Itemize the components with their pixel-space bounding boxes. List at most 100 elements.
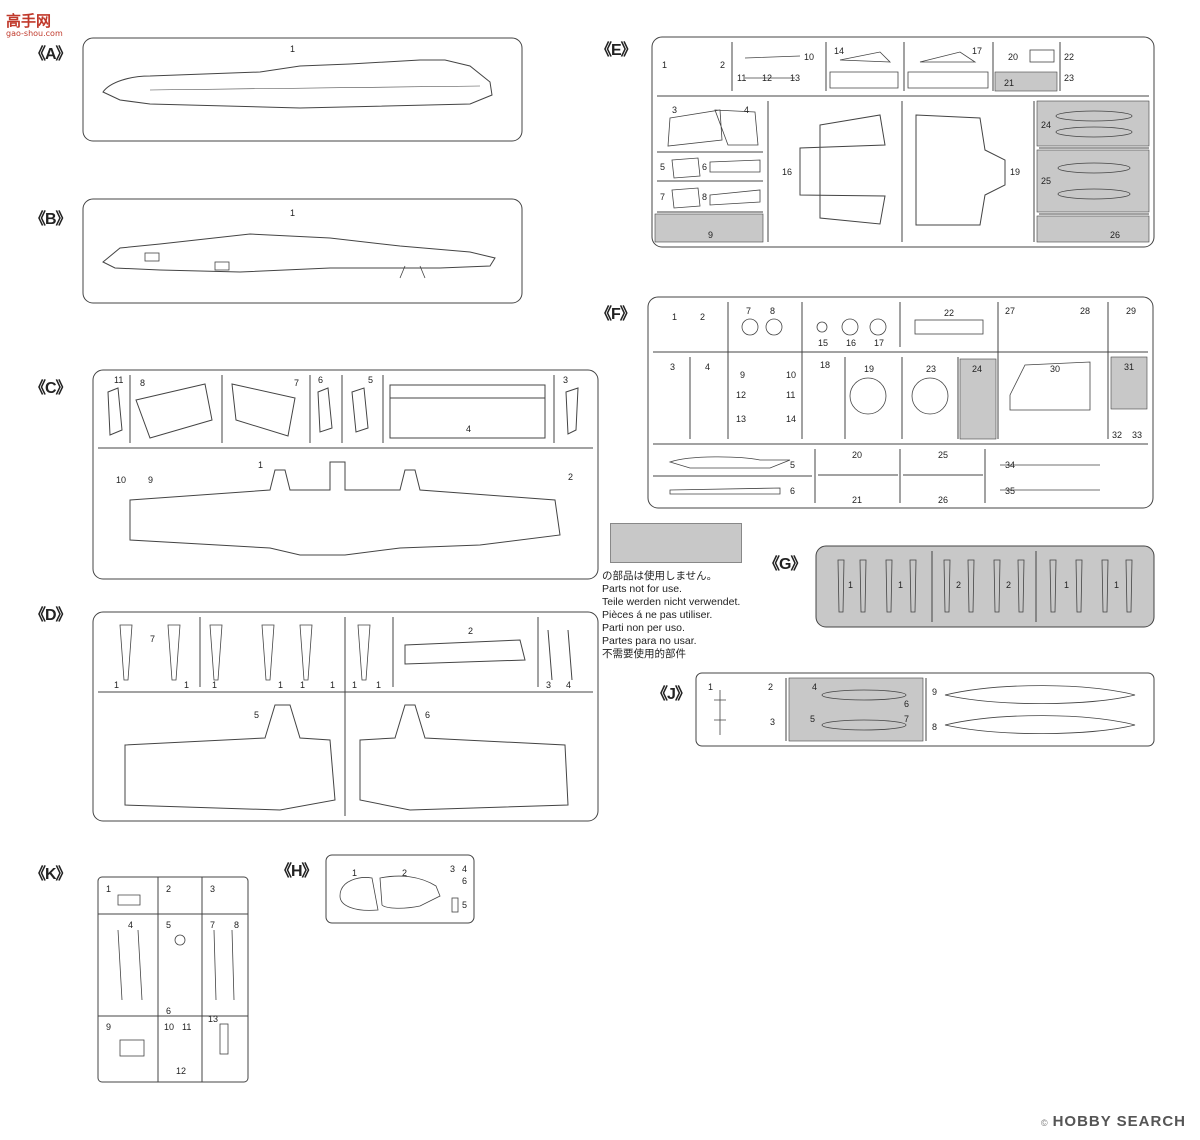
part-label-f16: 16 — [846, 338, 856, 348]
part-label-f7: 7 — [746, 306, 751, 316]
sprue-label-k: 《K》 — [30, 866, 72, 883]
part-e19 — [915, 114, 1006, 226]
part-a1-fuselage-half — [102, 59, 493, 109]
part-label-g1-c: 1 — [1064, 580, 1069, 590]
part-c6 — [317, 387, 333, 433]
part-c3 — [565, 387, 579, 435]
part-label-e1: 1 — [662, 60, 667, 70]
part-d2 — [404, 639, 526, 665]
part-label-j1: 1 — [708, 682, 713, 692]
part-label-k7: 7 — [210, 920, 215, 930]
part-label-d2: 2 — [468, 626, 473, 636]
part-label-c4: 4 — [466, 424, 471, 434]
part-label-e10: 10 — [804, 52, 814, 62]
sprue-a: 1 — [82, 37, 523, 142]
sprue-a-frame — [82, 37, 523, 142]
part-label-f33: 33 — [1132, 430, 1142, 440]
part-label-f10: 10 — [786, 370, 796, 380]
sprue-f: 1 2 7 8 15 16 17 22 27 28 29 3 4 9 10 12… — [647, 296, 1154, 509]
part-c4 — [389, 384, 546, 439]
part-label-k11: 11 — [182, 1022, 191, 1032]
part-label-e9: 9 — [708, 230, 713, 240]
part-label-f24: 24 — [972, 364, 982, 374]
part-label-e14: 14 — [834, 46, 844, 56]
part-e7-e8 — [671, 187, 761, 209]
sprue-e: 1 2 10 11 12 13 14 17 20 21 22 23 3 4 16… — [651, 36, 1155, 248]
part-label-e16: 16 — [782, 167, 792, 177]
sprue-h: 1 2 3 4 6 5 — [325, 854, 475, 924]
legend-line-it: Parti non per uso. — [602, 622, 685, 634]
part-f30 — [1009, 361, 1091, 411]
part-label-k13: 13 — [208, 1014, 218, 1024]
part-label-j3: 3 — [770, 717, 775, 727]
part-label-e21: 21 — [1004, 78, 1014, 88]
part-label-f30: 30 — [1050, 364, 1060, 374]
part-label-f20: 20 — [852, 450, 862, 460]
part-label-e22: 22 — [1064, 52, 1074, 62]
part-label-e23: 23 — [1064, 73, 1074, 83]
part-label-f21: 21 — [852, 495, 862, 505]
part-label-h2: 2 — [402, 868, 407, 878]
part-label-g2-a: 2 — [956, 580, 961, 590]
part-label-k3: 3 — [210, 884, 215, 894]
part-label-c10: 10 — [116, 475, 126, 485]
part-label-f4: 4 — [705, 362, 710, 372]
legend-line-en: Parts not for use. — [602, 583, 682, 595]
part-label-f15: 15 — [818, 338, 828, 348]
part-label-c7: 7 — [294, 378, 299, 388]
part-label-d1-g: 1 — [352, 680, 357, 690]
watermark-url: gao-shou.com — [6, 29, 63, 38]
part-label-f32: 32 — [1112, 430, 1122, 440]
part-label-f28: 28 — [1080, 306, 1090, 316]
part-label-g1-d: 1 — [1114, 580, 1119, 590]
part-label-j7: 7 — [904, 714, 909, 724]
part-label-k10: 10 — [164, 1022, 174, 1032]
part-label-d1-h: 1 — [376, 680, 381, 690]
part-label-h1: 1 — [352, 868, 357, 878]
part-label-c11: 11 — [114, 375, 123, 385]
part-label-f1: 1 — [672, 312, 677, 322]
part-label-d1-e: 1 — [300, 680, 305, 690]
part-label-e25: 25 — [1041, 176, 1051, 186]
part-c8-elevator — [135, 383, 213, 439]
part-j8-canopy — [944, 715, 1136, 735]
part-label-d6: 6 — [425, 710, 430, 720]
sprue-label-f: 《F》 — [596, 306, 636, 323]
part-label-h6: 6 — [462, 876, 467, 886]
legend-line-zh: 不需要使用的部件 — [602, 648, 686, 660]
watermark-logo-text: 高手网 — [6, 12, 52, 30]
part-label-k1: 1 — [106, 884, 111, 894]
part-label-k5: 5 — [166, 920, 171, 930]
part-b1-fuselage-half — [102, 233, 496, 273]
part-label-a1: 1 — [290, 44, 295, 54]
part-label-d1-b: 1 — [184, 680, 189, 690]
part-label-f22: 22 — [944, 308, 954, 318]
part-label-k8: 8 — [234, 920, 239, 930]
part-label-k6: 6 — [166, 1006, 171, 1016]
sprue-label-d: 《D》 — [30, 607, 72, 624]
hobby-search-brand: HOBBY SEARCH — [1052, 1113, 1186, 1130]
part-label-d1-f: 1 — [330, 680, 335, 690]
part-label-f17: 17 — [874, 338, 884, 348]
part-label-e13: 13 — [790, 73, 800, 83]
part-label-f23: 23 — [926, 364, 936, 374]
part-d5-upper-wing — [124, 704, 336, 811]
copyright-mark: © — [1040, 1118, 1049, 1128]
part-label-f5: 5 — [790, 460, 795, 470]
part-label-e4: 4 — [744, 105, 749, 115]
sprue-d: 7 1 1 1 1 1 1 1 1 2 3 4 5 6 — [92, 611, 599, 822]
part-label-j6: 6 — [904, 699, 909, 709]
part-label-e11: 11 — [737, 73, 746, 83]
part-label-h4: 4 — [462, 864, 467, 874]
part-label-j9: 9 — [932, 687, 937, 697]
legend-line-ja: の部品は使用しません。 — [602, 570, 718, 582]
sprue-d-frame — [92, 611, 599, 822]
sprue-label-j: 《J》 — [652, 686, 691, 703]
part-label-k2: 2 — [166, 884, 171, 894]
part-label-e6: 6 — [702, 162, 707, 172]
part-label-f35: 35 — [1005, 486, 1015, 496]
sprue-label-e: 《E》 — [596, 42, 637, 59]
part-label-f6: 6 — [790, 486, 795, 496]
part-c7-elevator — [231, 383, 296, 437]
legend-line-es: Partes para no usar. — [602, 635, 697, 647]
